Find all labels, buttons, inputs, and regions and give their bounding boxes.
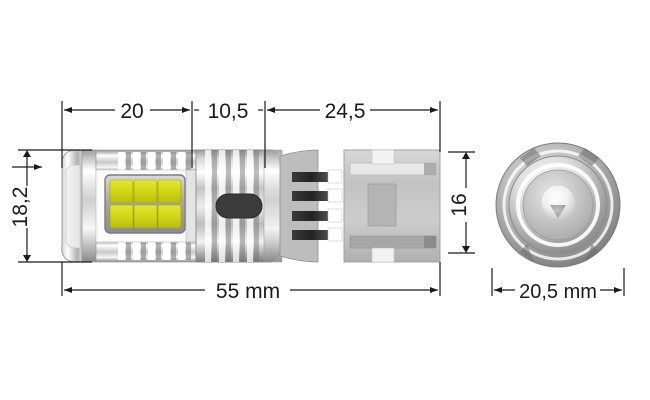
arrow-182-up (23, 150, 31, 157)
dim-label-55mm: 55 mm (216, 280, 280, 303)
wedge-contact (292, 230, 328, 240)
end-view-rim-notches (520, 148, 599, 262)
end-view-center-nub (550, 205, 566, 218)
led-chip-grid (109, 179, 182, 229)
arrow-182-down (23, 255, 31, 262)
led-chip (157, 204, 182, 229)
dim-label-18-2: 18,2 (9, 187, 32, 228)
heatsink-end-collar (263, 149, 283, 263)
end-view-rim-highlight (502, 149, 614, 261)
led-head-bottom-fins (118, 240, 191, 260)
led-chip (109, 204, 134, 229)
wedge-contact (292, 211, 328, 221)
dim-label-20: 20 (120, 100, 143, 123)
end-view (495, 142, 621, 268)
led-head (95, 149, 203, 263)
dimension-labels: 20 10,5 24,5 18,2 16 55 mm 20,5 mm (9, 100, 597, 303)
dimension-lines (12, 101, 625, 296)
wedge-top-notch (371, 149, 395, 165)
wedge-contact-pad (327, 188, 343, 203)
wedge-contact (292, 191, 328, 201)
led-head-top-fins (118, 152, 191, 172)
led-chip (133, 204, 158, 229)
wedge-upper-rail (349, 162, 437, 176)
heatsink-slot (215, 193, 263, 219)
heatsink (195, 149, 283, 263)
end-view-ring-highlight (516, 163, 600, 247)
wedge-contact-pad (327, 208, 343, 223)
dim-label-24-5: 24,5 (325, 100, 366, 123)
wedge-bottom-notch (371, 247, 395, 263)
arrow-16-down (462, 246, 470, 253)
wedge-contact (292, 172, 328, 182)
lens-cap-collar (81, 149, 97, 263)
dimension-arrows-vertical (23, 150, 470, 262)
end-view-dome (540, 184, 576, 220)
wedge-base (279, 149, 441, 263)
dim-label-20-5mm: 20,5 mm (519, 281, 597, 303)
arrow-16-up (462, 152, 470, 159)
wedge-contacts (292, 169, 343, 242)
lens-cap (61, 149, 97, 263)
wedge-center-pad (367, 183, 397, 227)
dim-label-10-5: 10,5 (208, 100, 249, 123)
wedge-shoulder (279, 149, 319, 263)
wedge-contact-pad (327, 227, 343, 242)
wedge-lower-rail (349, 235, 437, 249)
dim-label-16: 16 (448, 193, 471, 216)
led-chip (133, 179, 158, 204)
wedge-contact-pad (327, 169, 343, 184)
side-view (61, 149, 441, 263)
led-chip (109, 179, 134, 204)
led-chip (157, 179, 182, 204)
lens-cap-highlight (65, 164, 81, 249)
